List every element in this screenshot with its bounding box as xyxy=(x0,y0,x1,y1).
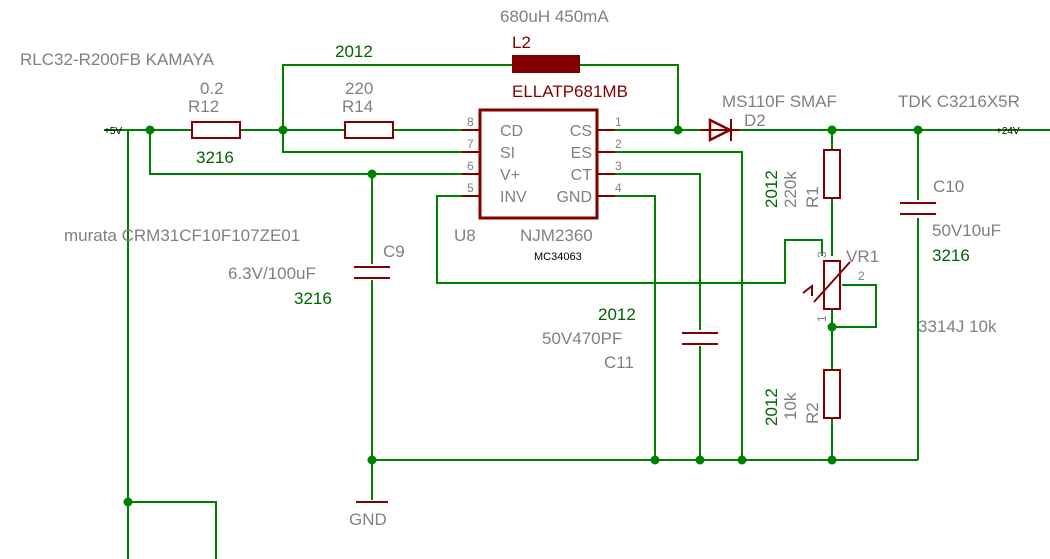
pin-number: 7 xyxy=(467,137,474,151)
ground-symbol: GND xyxy=(349,501,388,529)
junction-dot xyxy=(737,455,747,465)
capacitor-c10[interactable]: TDK C3216X5R C10 50V10uF 3216 xyxy=(898,92,1020,265)
d2-part: MS110F SMAF xyxy=(722,92,837,111)
capacitor-c11[interactable]: 2012 50V470PF C11 xyxy=(542,305,718,372)
r2-size: 2012 xyxy=(762,388,781,426)
l2-size: 2012 xyxy=(335,42,373,61)
r14-ref: R14 xyxy=(342,97,373,116)
l2-part: ELLATP681MB xyxy=(512,82,628,101)
vr1-ref: VR1 xyxy=(846,247,879,266)
resistor-body xyxy=(823,369,841,419)
c9-part: murata CRM31CF10F107ZE01 xyxy=(64,226,300,245)
junctions xyxy=(123,125,923,507)
pin-number: 6 xyxy=(467,159,474,173)
junction-dot xyxy=(650,455,660,465)
net-label-vin: +5V xyxy=(104,126,122,137)
net-label-vout: +24V xyxy=(996,126,1020,137)
junction-dot xyxy=(278,125,288,135)
c9-value: 6.3V/100uF xyxy=(228,264,316,283)
vr1-pin-number: 1 xyxy=(815,315,829,322)
d2-ref: D2 xyxy=(744,111,766,130)
r1-ref: R1 xyxy=(803,186,822,208)
c11-value: 50V470PF xyxy=(542,329,622,348)
junction-dot xyxy=(367,455,377,465)
vr1-part: 3314J 10k xyxy=(918,317,997,336)
c9-size: 3216 xyxy=(294,289,332,308)
c10-ref: C10 xyxy=(933,177,964,196)
pin-number: 5 xyxy=(467,181,474,195)
junction-dot xyxy=(913,125,923,135)
r12-part: RLC32-R200FB KAMAYA xyxy=(20,50,215,69)
r1-value: 220k xyxy=(781,171,800,208)
junction-dot xyxy=(145,125,155,135)
resistor-r12[interactable]: RLC32-R200FB KAMAYA 0.2 R12 3216 xyxy=(20,50,241,167)
pin-name: CT xyxy=(571,167,593,184)
pin-name: V+ xyxy=(500,167,520,184)
resistor-body xyxy=(344,121,394,139)
pin-number: 4 xyxy=(615,181,622,195)
inductor-l2[interactable]: 680uH 450mA L2 ELLATP681MB 2012 xyxy=(335,7,628,101)
pin-number: 3 xyxy=(615,159,622,173)
pin-name: SI xyxy=(500,145,515,162)
r1-size: 2012 xyxy=(762,170,781,208)
potentiometer-body xyxy=(823,260,841,310)
ic-body xyxy=(478,108,599,220)
r12-value: 0.2 xyxy=(200,79,224,98)
c11-ref: C11 xyxy=(604,353,634,372)
junction-dot xyxy=(123,497,133,507)
potentiometer-vr1[interactable]: VR1 3 2 1 3314J 10k xyxy=(802,247,997,336)
resistor-r14[interactable]: 220 R14 xyxy=(342,79,394,139)
junction-dot xyxy=(827,322,837,332)
vr1-pin-number: 2 xyxy=(858,269,865,283)
capacitor-c9[interactable]: murata CRM31CF10F107ZE01 C9 6.3V/100uF 3… xyxy=(64,226,405,308)
l2-value: 680uH 450mA xyxy=(500,7,609,26)
resistor-body xyxy=(191,121,241,139)
pin-name: INV xyxy=(500,189,527,206)
r2-value: 10k xyxy=(781,392,800,420)
pin-name: ES xyxy=(571,145,592,162)
junction-dot xyxy=(695,455,705,465)
r2-ref: R2 xyxy=(803,402,822,424)
c9-ref: C9 xyxy=(383,242,405,261)
diode-triangle xyxy=(708,117,733,143)
r12-ref: R12 xyxy=(188,97,219,116)
resistor-body xyxy=(823,149,841,199)
r14-value: 220 xyxy=(345,79,373,98)
junction-dot xyxy=(367,169,377,179)
gnd-label: GND xyxy=(349,510,387,529)
pin-number: 2 xyxy=(615,137,622,151)
ic-u8[interactable]: 8 7 6 5 CD SI V+ INV 1 2 3 4 CS ES CT GN… xyxy=(454,108,622,263)
l2-ref: L2 xyxy=(512,33,531,52)
junction-dot xyxy=(673,125,683,135)
inductor-body xyxy=(512,55,580,73)
junction-dot xyxy=(827,125,837,135)
resistor-r1[interactable]: 2012 220k R1 xyxy=(762,149,841,208)
diode-d2[interactable]: MS110F SMAF D2 xyxy=(700,92,837,143)
r12-size: 3216 xyxy=(196,148,234,167)
pin-number: 1 xyxy=(615,115,622,129)
c10-part: TDK C3216X5R xyxy=(898,92,1020,111)
u8-value: NJM2360 xyxy=(520,226,593,245)
c11-size: 2012 xyxy=(598,305,636,324)
u8-alt-part: MC34063 xyxy=(534,251,582,263)
pin-name: CD xyxy=(500,123,523,140)
u8-ref: U8 xyxy=(454,226,476,245)
pin-name: CS xyxy=(570,123,592,140)
resistor-r2[interactable]: 2012 10k R2 xyxy=(762,369,841,426)
vr1-pin-number: 3 xyxy=(815,251,829,258)
c10-value: 50V10uF xyxy=(932,221,1001,240)
junction-dot xyxy=(827,455,837,465)
c10-size: 3216 xyxy=(932,246,970,265)
pin-name: GND xyxy=(556,189,592,206)
pin-number: 8 xyxy=(467,115,474,129)
